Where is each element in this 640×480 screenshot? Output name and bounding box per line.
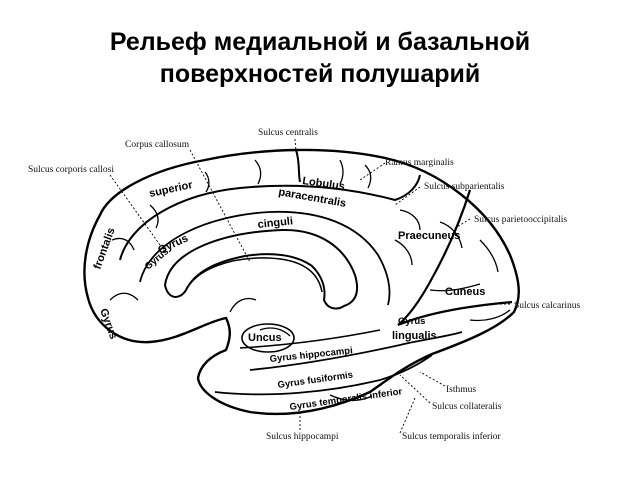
- title-line-2: поверхностей полушарий: [159, 60, 481, 88]
- sulcus-collateralis-line: [249, 331, 463, 371]
- sulcus-temporalis-inferior-line: [214, 354, 433, 396]
- label-sulcus-collateralis: Sulcus collateralis: [432, 402, 502, 412]
- sulcus-hippocampi-line: [239, 329, 381, 349]
- gyrus-label-cinguli: cinguli: [257, 215, 294, 231]
- gyrus-label-frontalis: frontalis: [92, 226, 118, 271]
- sulcus-corporis-callosi-line: [139, 210, 391, 306]
- label-sulcus-parietooccipitalis: Sulcus parietooccipitalis: [474, 215, 567, 225]
- title-line-1: Рельеф медиальной и базальной: [109, 28, 531, 56]
- slide-title: Рельеф медиальной и базальной поверхност…: [0, 26, 640, 90]
- sulcus-calcarinus-line: [397, 300, 513, 327]
- label-sulcus-centralis: Sulcus centralis: [258, 128, 318, 138]
- hemisphere-outline: [83, 148, 520, 416]
- corpus-callosum-shape: [163, 228, 359, 310]
- gyrus-label-lingualis: lingualis: [392, 330, 437, 342]
- corpus-callosum-inner: [184, 257, 323, 293]
- label-ramus-marginalis: Ramus marginalis: [385, 158, 454, 168]
- sulcus-parietooccipitalis-line: [397, 189, 472, 326]
- secondary-sulci: [109, 159, 511, 402]
- leader-lines: [109, 138, 510, 434]
- gyrus-label-uncus: Uncus: [248, 332, 282, 344]
- gyrus-label-superior: superior: [148, 179, 194, 200]
- label-isthmus: Isthmus: [446, 385, 476, 395]
- gyrus-label-cuneus: Cuneus: [445, 286, 485, 298]
- sulcus-cinguli-line: [119, 174, 421, 261]
- label-sulcus-temporalis-inferior: Sulcus temporalis inferior: [402, 431, 502, 442]
- label-sulcus-corporis-callosi: Sulcus corporis callosi: [28, 165, 114, 175]
- gyrus-label-gyrus-ling: Gyrus: [398, 316, 425, 327]
- label-sulcus-calcarinus: Sulcus calcarinus: [514, 301, 581, 311]
- gyrus-label-gyrus-cing2: Gyrus: [143, 246, 171, 272]
- gyrus-label-praecuneus: Praecuneus: [398, 230, 460, 242]
- gyrus-label-lobulus: Lobulus: [302, 175, 346, 193]
- sulcus-centralis-line: [295, 149, 301, 183]
- label-sulcus-subparientalis: Sulcus subparientalis: [424, 182, 505, 192]
- label-sulcus-hippocampi: Sulcus hippocampi: [266, 432, 339, 442]
- gyrus-label-temporalis-inferior: Gyrus temporalis inferior: [289, 386, 403, 413]
- label-corpus-callosum: Corpus callosum: [125, 140, 190, 150]
- uncus-shape: [241, 323, 295, 353]
- gyrus-label-gyrus-front: Gyrus: [97, 307, 119, 341]
